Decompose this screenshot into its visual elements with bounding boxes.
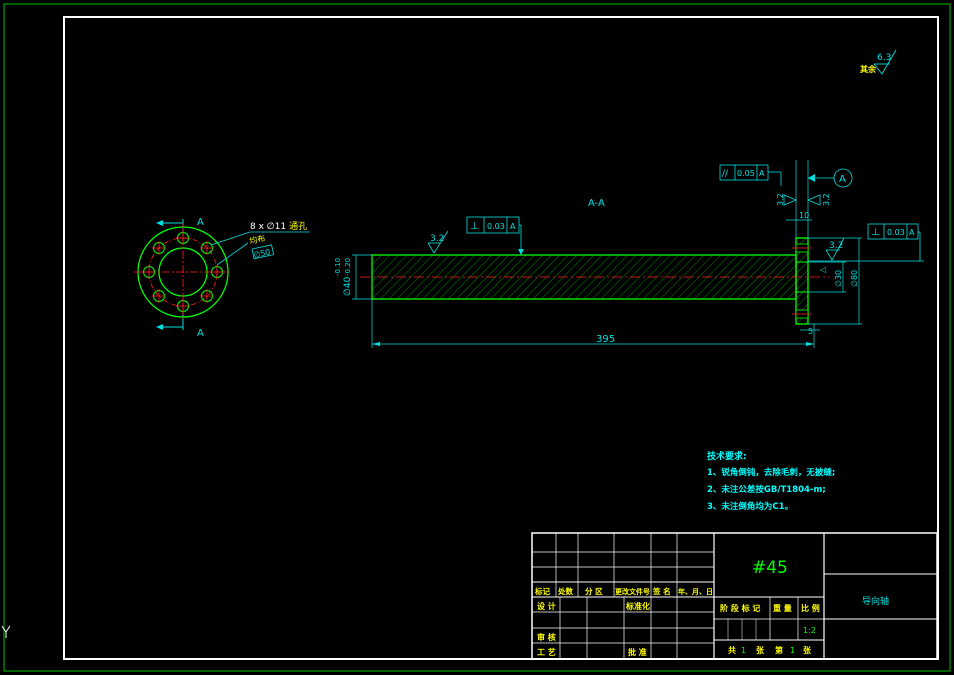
svg-text:张: 张: [756, 646, 765, 655]
dia-shaft-main: ∅40: [343, 276, 353, 296]
hdr-change-doc: 更改文件号: [615, 587, 650, 596]
hdr-mark: 标记: [534, 586, 550, 596]
perp-frame-2: ⊥ 0.03 A: [808, 223, 924, 262]
dim-length: 395: [596, 334, 615, 345]
material-value: #45: [752, 558, 788, 578]
svg-text:⊥: ⊥: [871, 227, 880, 238]
dia-shaft-tol-top: -0.10: [334, 258, 342, 276]
scale-value: 1:2: [803, 626, 816, 635]
section-label: A-A: [588, 198, 605, 209]
sheet-no: 1: [790, 646, 795, 655]
row-standard: 标准化: [625, 601, 650, 611]
roughness-right: 3.2: [829, 241, 843, 251]
sheets-total: 1: [741, 646, 746, 655]
roughness-face-left: 3.2: [776, 193, 785, 206]
svg-text:第: 第: [775, 645, 783, 655]
title-block: [531, 532, 938, 660]
roughness-left: 3.2: [430, 234, 444, 244]
holes-note-prefix: 8 x: [250, 222, 267, 232]
dim-small: 5: [808, 327, 813, 336]
part-name: 导向轴: [862, 595, 889, 607]
svg-text:A: A: [839, 174, 846, 185]
holes-note-suffix: 通孔: [289, 221, 307, 232]
hdr-date: 年、月、日: [678, 587, 713, 596]
pcd-note: 均布: [248, 233, 266, 246]
title-block-text: #45 导向轴 标记 处数 分 区 更改文件号 签 名 年、月、日 设 计 标准…: [534, 558, 889, 657]
flange-view: A A: [134, 217, 310, 339]
svg-text:0.03: 0.03: [887, 228, 905, 237]
svg-text:A: A: [909, 228, 915, 237]
hdr-sign: 签 名: [652, 586, 671, 596]
row-design: 设 计: [537, 601, 556, 611]
cut-label-bottom: A: [197, 328, 204, 339]
svg-text:张: 张: [803, 646, 812, 655]
roughness-general-label: 其余: [860, 64, 877, 74]
svg-text:A: A: [510, 222, 516, 231]
technical-notes: 技术要求: 1、锐角倒钝，去除毛刺，无披缝; 2、未注公差按GB/T1804-m…: [707, 450, 835, 512]
svg-text:A: A: [759, 169, 765, 178]
dim-thickness: 10: [799, 211, 809, 220]
svg-text://: //: [722, 169, 729, 179]
bolt-holes: [142, 231, 224, 313]
dia-30: ∅30: [834, 270, 843, 287]
flange-section: [795, 237, 809, 325]
datum-a: A: [808, 168, 853, 188]
shaft-view: A-A ∅40 -0.10 -0.20 3.2: [334, 160, 924, 348]
notes-heading: 技术要求:: [707, 450, 747, 462]
cut-label-top: A: [197, 217, 204, 228]
scale-label: 比 例: [801, 603, 820, 613]
row-approve: 批 准: [628, 647, 647, 657]
roughness-general-value: 6.3: [877, 53, 891, 63]
hdr-zone: 分 区: [585, 586, 603, 596]
parallel-frame: // 0.05 A: [719, 164, 782, 186]
notes-item-1: 1、锐角倒钝，去除毛刺，无披缝;: [707, 467, 835, 478]
hdr-count: 处数: [557, 586, 573, 596]
svg-text:0.03: 0.03: [487, 222, 505, 231]
roughness-face-right: 3.2: [822, 193, 831, 206]
corner-marker-icon: [1, 625, 11, 638]
stage-label: 阶 段 标 记: [720, 603, 760, 613]
row-review: 审 核: [537, 632, 556, 642]
notes-item-2: 2、未注公差按GB/T1804-m;: [707, 484, 826, 495]
drawing-frame: [63, 16, 939, 660]
sheet-outer-border: [3, 3, 951, 672]
holes-note-dia: ∅11: [267, 222, 286, 232]
svg-text:⊥: ⊥: [470, 221, 479, 232]
dia-shaft-tol-bottom: -0.20: [344, 258, 352, 276]
svg-text:0.05: 0.05: [737, 169, 755, 178]
weight-label: 重 量: [773, 603, 792, 613]
dia-80: ∅80: [850, 270, 859, 287]
row-process: 工 艺: [537, 647, 556, 657]
notes-item-3: 3、未注倒角均为C1。: [707, 501, 793, 512]
perp-frame-1: ⊥ 0.03 A: [466, 216, 524, 255]
general-roughness: 6.3 其余: [860, 49, 897, 75]
pcd-value: ∅50: [253, 248, 272, 260]
svg-text:◁: ◁: [819, 265, 826, 274]
svg-text:共: 共: [728, 645, 736, 655]
